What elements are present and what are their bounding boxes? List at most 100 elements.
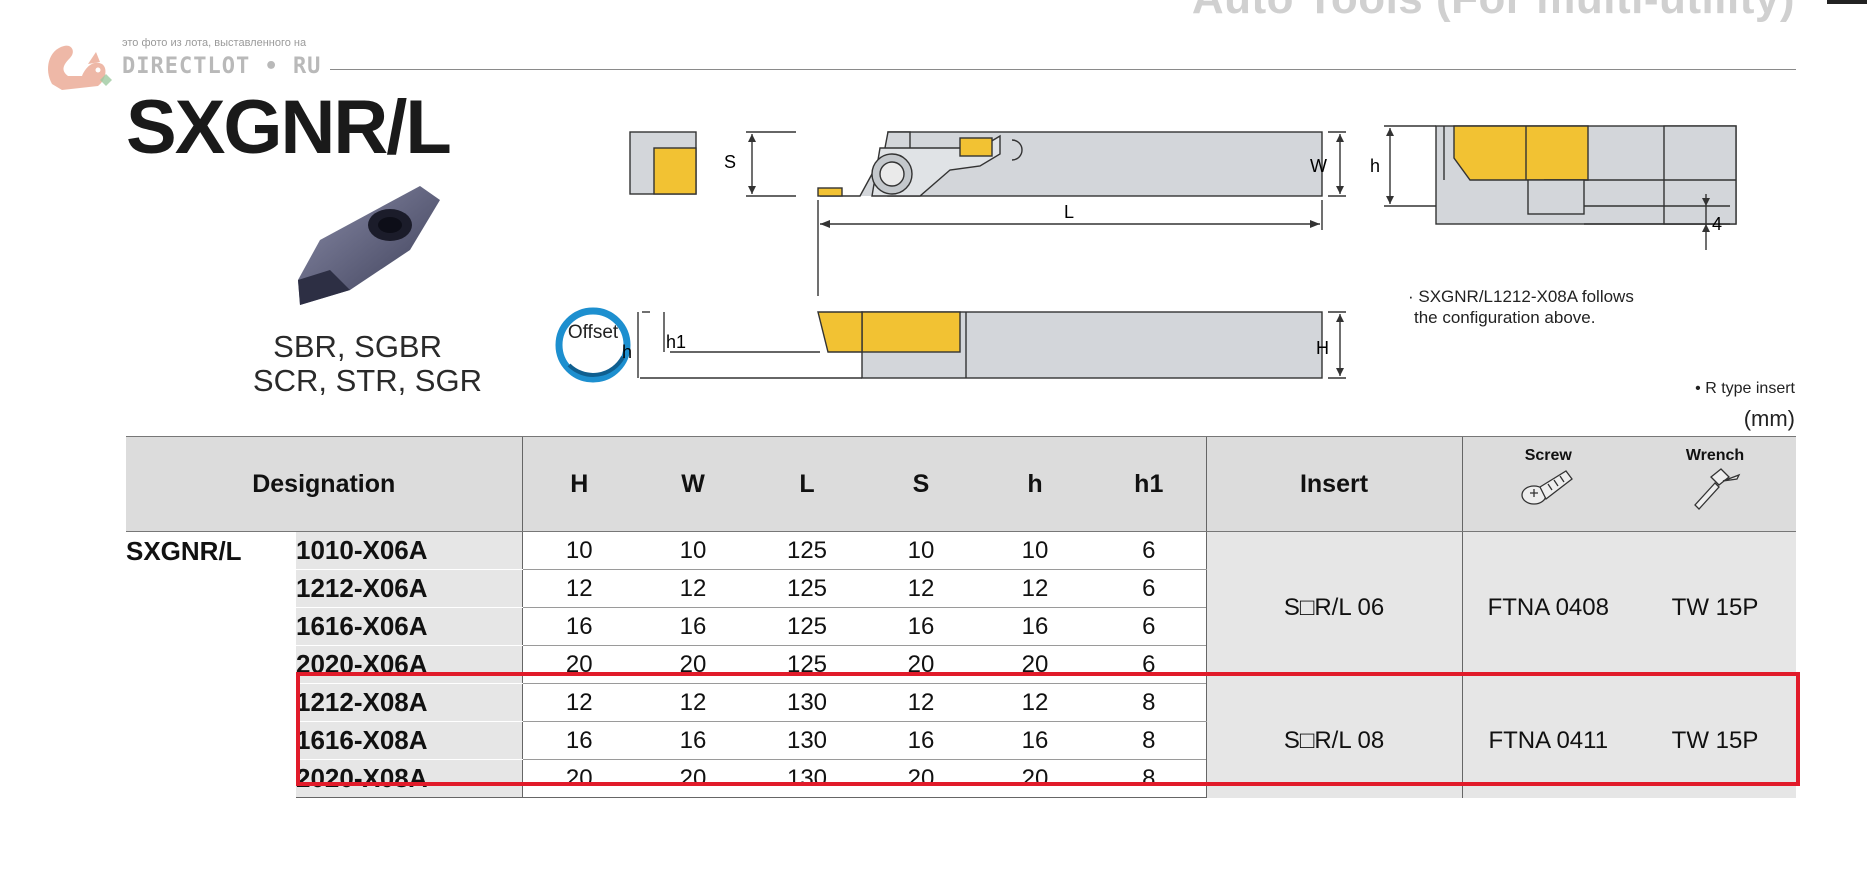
cell-h: 10	[521, 531, 637, 570]
header-screw-label: Screw	[1524, 447, 1572, 464]
product-title: SXGNR/L	[126, 85, 452, 170]
configuration-note: · SXGNR/L1212-X08A follows the configura…	[1408, 286, 1634, 328]
watermark-caption: это фото из лота, выставленного на	[122, 37, 307, 49]
offset-badge-label: Offset	[567, 322, 619, 343]
group-wrench: TW 15P	[1634, 531, 1797, 684]
table-row: 1616-X08A 16 16 130 16 16 8	[126, 721, 1796, 760]
designation-code: 2020-X06A	[296, 645, 523, 684]
cell-w: 12	[636, 683, 751, 722]
cell-l: 125	[750, 645, 865, 684]
header-h-small: h	[978, 436, 1093, 532]
cell-h: 12	[521, 569, 637, 608]
header-screw: Screw	[1461, 436, 1635, 532]
configuration-note-line-1: · SXGNR/L1212-X08A follows	[1408, 287, 1634, 306]
header-marker	[1827, 0, 1867, 4]
header-l: L	[750, 436, 865, 532]
cell-h-small: 20	[978, 645, 1093, 684]
header-divider	[330, 69, 1796, 70]
dim-l-label: L	[1064, 202, 1074, 222]
dim-h-label: h	[1370, 156, 1380, 176]
cell-w: 20	[636, 645, 751, 684]
group-screw: FTNA 0408	[1461, 531, 1635, 684]
cell-h: 20	[521, 759, 637, 798]
designation-code: 1212-X08A	[296, 683, 523, 722]
dim-h-side-label: h	[622, 342, 632, 362]
group-wrench: TW 15P	[1634, 683, 1797, 798]
cell-w: 16	[636, 721, 751, 760]
cell-s: 16	[864, 721, 979, 760]
cell-h: 12	[521, 683, 637, 722]
group-screw: FTNA 0411	[1461, 683, 1635, 798]
dim-h1-label: h1	[666, 332, 686, 352]
cell-h1: 8	[1092, 721, 1207, 760]
table-row: 1212-X06A 12 12 125 12 12 6	[126, 569, 1796, 608]
page-header-title: Auto Tools (For multi-utility)	[1192, 0, 1795, 24]
cell-h-small: 16	[978, 607, 1093, 646]
spec-table: Designation H W L S h h1 Insert Screw	[126, 436, 1797, 798]
cell-h1: 6	[1092, 531, 1207, 570]
insert-types-line-1: SBR, SGBR	[273, 329, 442, 364]
cell-h: 16	[521, 607, 637, 646]
cell-h: 20	[521, 645, 637, 684]
cell-w: 16	[636, 607, 751, 646]
cell-h-small: 12	[978, 569, 1093, 608]
table-header-row: Designation H W L S h h1 Insert Screw	[126, 436, 1797, 532]
cell-h1: 6	[1092, 607, 1207, 646]
offset-badge-icon	[555, 307, 631, 383]
watermark-brand: DIRECTLOT • RU	[122, 54, 322, 79]
series-name: SXGNR/L	[126, 531, 296, 798]
cell-h1: 6	[1092, 645, 1207, 684]
dim-w-label: W	[1310, 156, 1327, 176]
designation-code: 1616-X06A	[296, 607, 523, 646]
configuration-note-line-2: the configuration above.	[1414, 308, 1596, 327]
squirrel-logo-icon	[48, 45, 112, 90]
cell-w: 12	[636, 569, 751, 608]
header-s: S	[864, 436, 979, 532]
header-h1: h1	[1092, 436, 1207, 532]
cell-l: 125	[750, 607, 865, 646]
designation-code: 2020-X08A	[296, 759, 523, 798]
cell-w: 20	[636, 759, 751, 798]
table-row: 1212-X08A 12 12 130 12 12 8 S□R/L 08 FTN…	[126, 683, 1797, 798]
wrench-icon	[1694, 468, 1741, 510]
designation-code: 1010-X06A	[296, 531, 523, 570]
insert-types-line-2: SCR, STR, SGR	[252, 363, 482, 398]
header-insert: Insert	[1205, 436, 1463, 532]
header-wrench-label: Wrench	[1685, 447, 1745, 464]
cell-h-small: 12	[978, 683, 1093, 722]
cell-h-small: 20	[978, 759, 1093, 798]
cell-h-small: 16	[978, 721, 1093, 760]
dim-4-label: 4	[1712, 214, 1722, 234]
cell-s: 16	[864, 607, 979, 646]
cell-h1: 8	[1092, 683, 1207, 722]
screw-icon	[1521, 470, 1574, 505]
cell-s: 20	[864, 645, 979, 684]
header-w: W	[636, 436, 751, 532]
group-insert: S□R/L 06	[1205, 531, 1463, 684]
cell-s: 12	[864, 569, 979, 608]
header-designation: Designation	[126, 436, 523, 532]
cell-s: 12	[864, 683, 979, 722]
cell-l: 125	[750, 569, 865, 608]
dim-bigh-label: H	[1316, 338, 1329, 358]
tool-technical-drawing: S W L h 4 h h1 H	[622, 125, 1737, 379]
cell-s: 10	[864, 531, 979, 570]
header-h: H	[521, 436, 637, 532]
table-row: 2020-X06A 20 20 125 20 20 6	[126, 645, 1796, 684]
cell-l: 125	[750, 531, 865, 570]
dim-s-label: S	[724, 152, 736, 172]
designation-code: 1616-X08A	[296, 721, 523, 760]
table-row: 1616-X06A 16 16 125 16 16 6	[126, 607, 1796, 646]
header-wrench: Wrench	[1634, 436, 1797, 532]
cell-w: 10	[636, 531, 751, 570]
insert-photo	[298, 186, 440, 305]
cell-l: 130	[750, 759, 865, 798]
group-insert: S□R/L 08	[1205, 683, 1463, 798]
cell-l: 130	[750, 721, 865, 760]
designation-code: 1212-X06A	[296, 569, 523, 608]
r-type-note: • R type insert	[1695, 380, 1795, 397]
cell-s: 20	[864, 759, 979, 798]
cell-h: 16	[521, 721, 637, 760]
table-row: SXGNR/L 1010-X06A 10 10 125 10 10 6 S□R/…	[126, 531, 1797, 798]
table-row: 2020-X08A 20 20 130 20 20 8	[126, 759, 1796, 798]
